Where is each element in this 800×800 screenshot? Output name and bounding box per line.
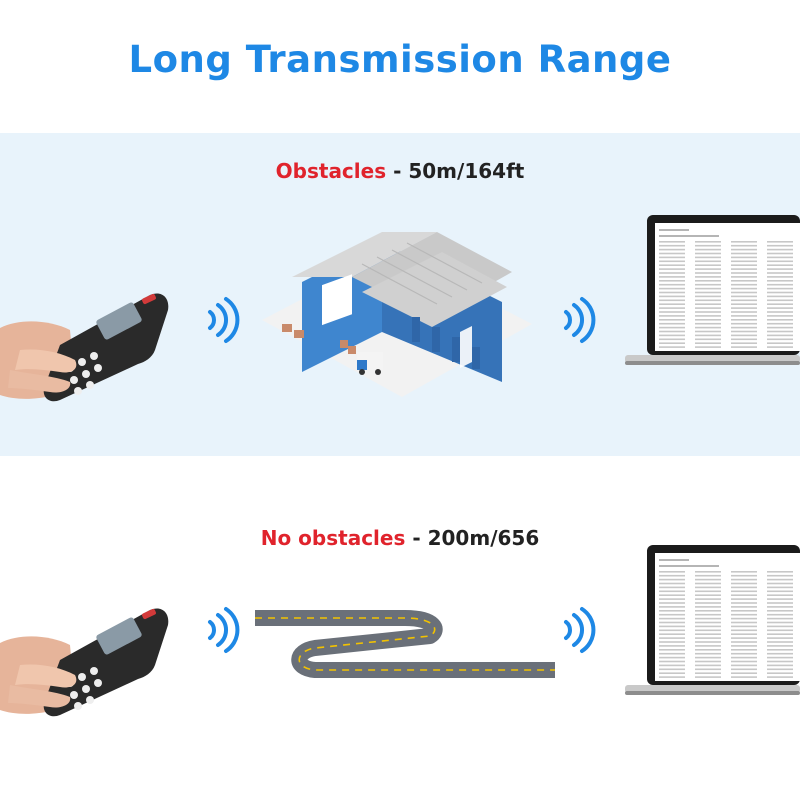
laptop-icon — [625, 545, 800, 695]
no-obstacles-range: - 200m/656 — [405, 526, 540, 550]
signal-waves-icon — [208, 607, 240, 653]
handheld-scanner-icon — [0, 608, 169, 717]
no-obstacles-label: No obstacles — [260, 526, 406, 550]
handheld-scanner-icon — [0, 293, 169, 402]
page-title: Long Transmission Range — [128, 38, 672, 81]
signal-waves-icon — [564, 297, 596, 343]
warehouse-icon — [262, 232, 532, 397]
no-obstacles-caption: No obstacles - 200m/656 — [0, 526, 800, 550]
signal-waves-icon — [208, 297, 240, 343]
laptop-icon — [625, 215, 800, 365]
signal-waves-icon — [564, 607, 596, 653]
obstacles-caption: Obstacles - 50m/164ft — [0, 159, 800, 183]
winding-road-icon — [255, 610, 555, 678]
obstacles-range: - 50m/164ft — [386, 159, 525, 183]
obstacles-label: Obstacles — [275, 159, 387, 183]
